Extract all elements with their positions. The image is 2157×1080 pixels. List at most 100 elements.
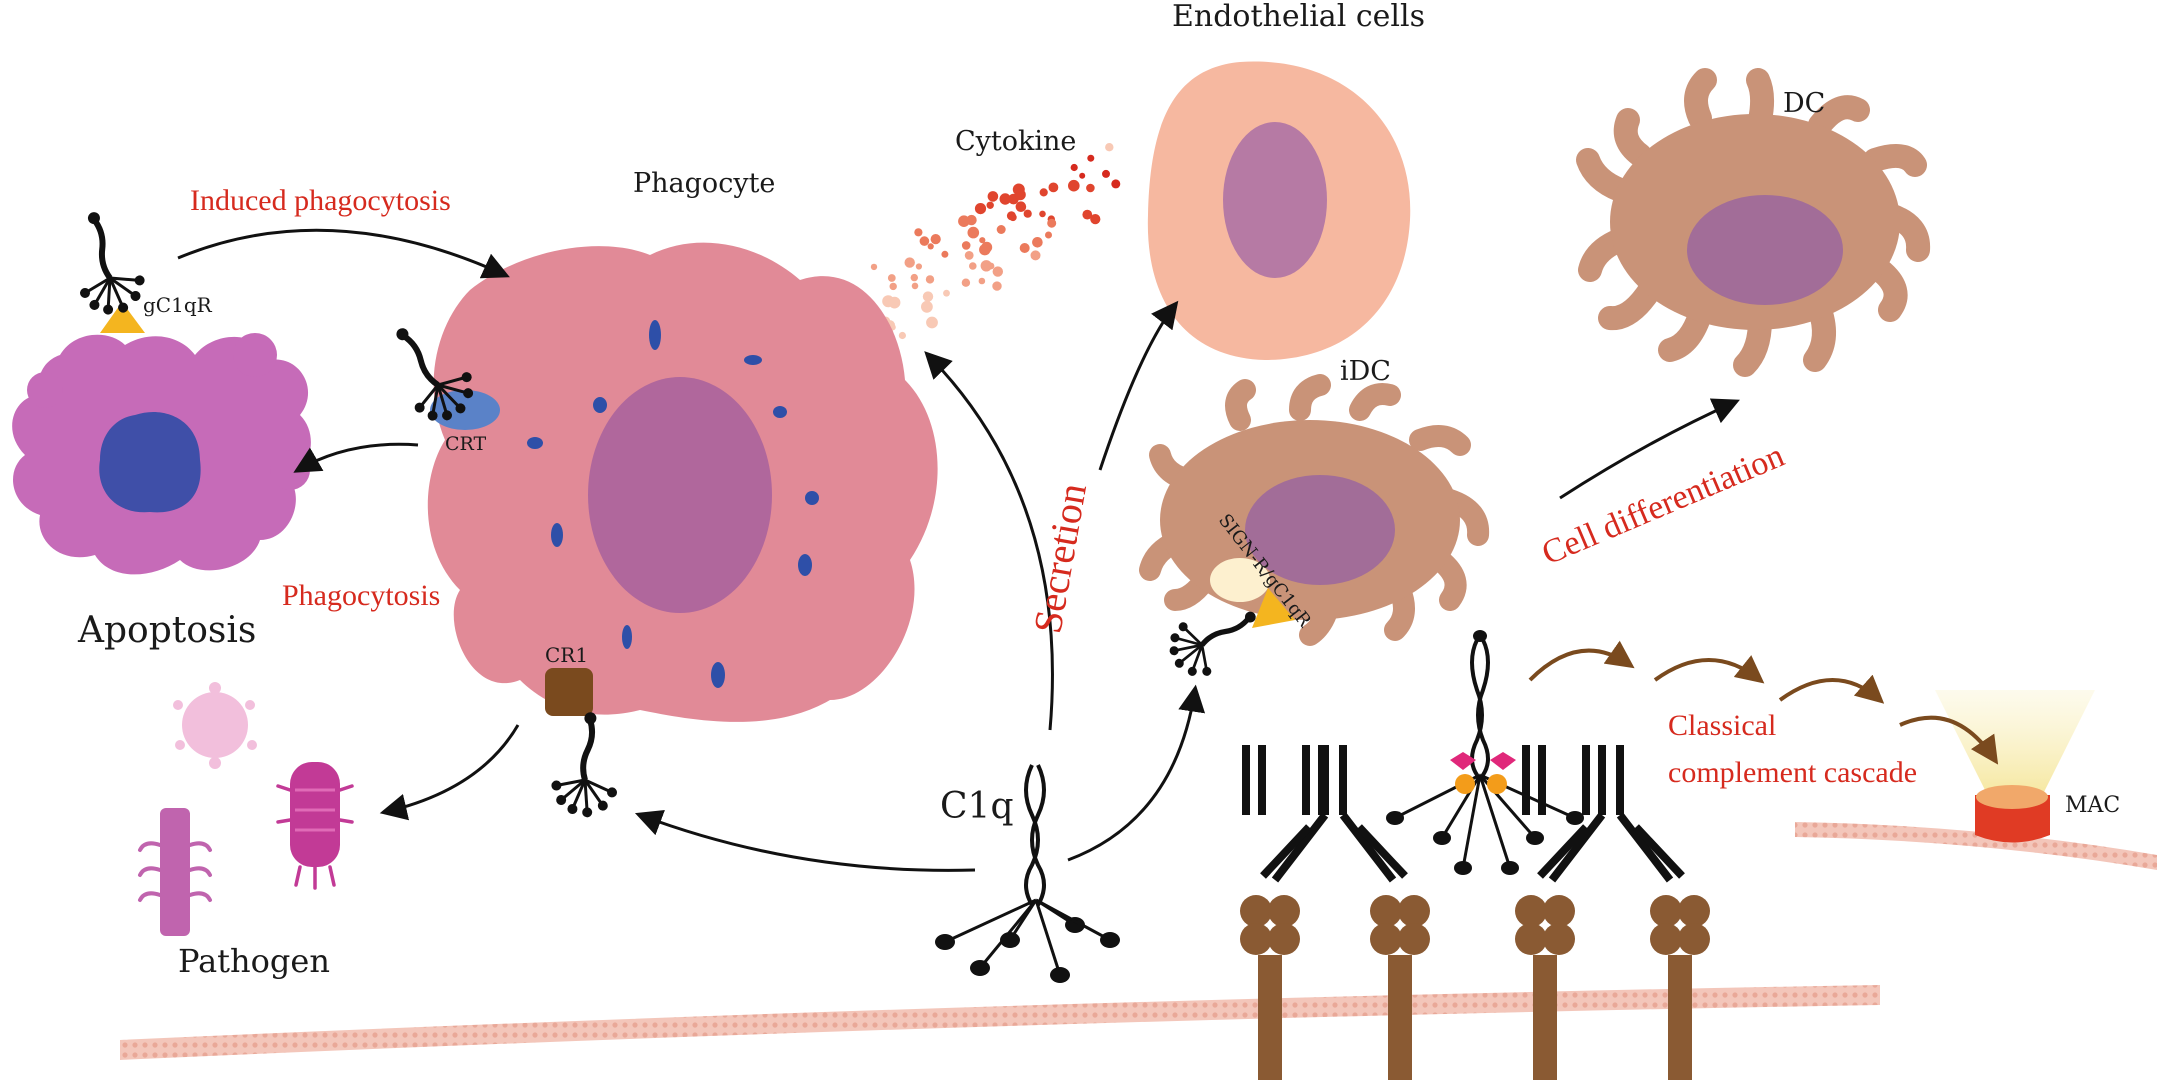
phagocyte-granules [527,320,819,688]
antibody [1522,745,1606,815]
cytokine-dot [1090,214,1101,225]
cytokine-dot [941,250,949,258]
cytokine-dot [888,296,901,309]
phagocyte-nucleus [588,377,772,613]
cytokine-dot [1039,210,1046,218]
fc-receptor [1240,895,1300,1080]
idc-cell [1139,374,1490,646]
cytokine-dot [914,228,923,237]
fc-receptor [1650,895,1710,1080]
label-classical: Classical [1668,709,1776,742]
pathway-arrows [177,228,1740,872]
antibody-group [1240,745,1710,1080]
cytokine-dot [919,236,930,246]
cytokine-dot [889,282,897,291]
phagocyte-cell [427,242,938,722]
label-cr1: CR1 [545,643,588,667]
cytokine-dot [1048,182,1059,193]
cytokine-dot [930,234,941,245]
c1q-bound [1386,630,1584,875]
cytokine-dot [921,300,933,313]
cytokine-dot [927,243,934,250]
label-induced-phagocytosis: Induced phagocytosis [190,184,451,217]
cytokine-dot [1019,243,1030,253]
c1q-molecule [80,212,145,315]
cytokine-dot [1087,154,1095,162]
antibody [1260,745,1408,883]
right-membrane [1795,822,2157,870]
c1q-molecule [551,712,618,818]
idc-nucleus [1245,475,1395,585]
cytokine-dot [1032,237,1043,248]
cytokine-dot [1111,179,1121,189]
cytokine-dot [978,277,986,285]
c1q-molecule [396,328,474,421]
cytokine-dot [943,289,950,297]
cytokine-dot [992,281,1002,291]
dc-nucleus [1687,195,1843,305]
pathogen-rod [138,808,212,936]
arrow-secretion-cytokine [924,351,1054,731]
cytokine-dot [974,203,987,215]
cytokine-dot [910,273,918,282]
cytokine-dot [1082,209,1093,220]
cytokine-dot [915,263,923,270]
label-phagocyte: Phagocyte [633,168,775,199]
cr1-receptor [545,668,593,716]
arrow-phagocytosis-apoptosis [293,442,419,473]
label-complement-cascade: complement cascade [1668,756,1917,789]
c1q-molecules [80,212,1584,983]
c1q-large [935,764,1120,983]
cytokine-dot [1047,218,1057,228]
dc-cell [1576,68,1931,377]
cytokine-dot [904,257,915,268]
arrow-c1q-phagocyte [634,809,976,872]
cytokine-dot [966,214,977,226]
label-idc: iDC [1340,356,1391,387]
label-dc: DC [1783,88,1825,119]
cytokine-dot [992,266,1003,277]
label-pathogen: Pathogen [178,942,330,980]
c1q-molecule [1169,611,1256,676]
cytokine-dot [925,275,935,284]
arrow-cell-differentiation [1559,398,1740,500]
arrow-induced-phagocytosis [177,228,510,279]
cytokine-dot [996,225,1006,234]
cytokine-dot [1014,189,1026,201]
cytokine-dot [979,237,986,244]
cytokine-dot [986,201,994,209]
cytokine-dot [1079,172,1086,179]
cytokine-dot [922,291,934,302]
gc1qr-receptor-idc [1252,588,1295,628]
cytokine-dot [980,260,992,272]
gc1qr-receptor-apoptotic [100,302,145,333]
cytokine-dot [987,191,999,202]
cytokine-dot [969,262,977,270]
label-cytokine: Cytokine [955,126,1076,157]
complement-cascade-arrows [1528,640,1999,765]
cytokine-dot [999,193,1011,205]
label-mac: MAC [2065,793,2120,818]
cytokine-dot [1015,201,1027,212]
cytokine-dot [961,241,971,250]
cytokine-dot [1102,169,1110,178]
cytokine-dot [964,251,974,260]
pathogen-round [173,682,257,769]
cytokine-dot [1045,231,1052,239]
cytokine-dot [926,316,938,329]
label-phagocytosis: Phagocytosis [282,579,440,612]
cytokine-dot [981,241,993,253]
cytokine-dot [1030,250,1041,261]
arrow-phagocytosis-pathogen [379,724,520,821]
antibody [1537,745,1685,883]
cytokine-dot [887,274,896,282]
cytokine-dot [1086,183,1095,193]
arrow-secretion-endothelial [1098,300,1179,471]
pathogen-oval [276,762,354,890]
label-c1q: C1q [940,786,1014,827]
mac-complex [1935,690,2095,843]
apoptotic-cell [12,302,311,575]
label-crt: CRT [445,433,487,455]
cytokine-dots [870,143,1121,340]
